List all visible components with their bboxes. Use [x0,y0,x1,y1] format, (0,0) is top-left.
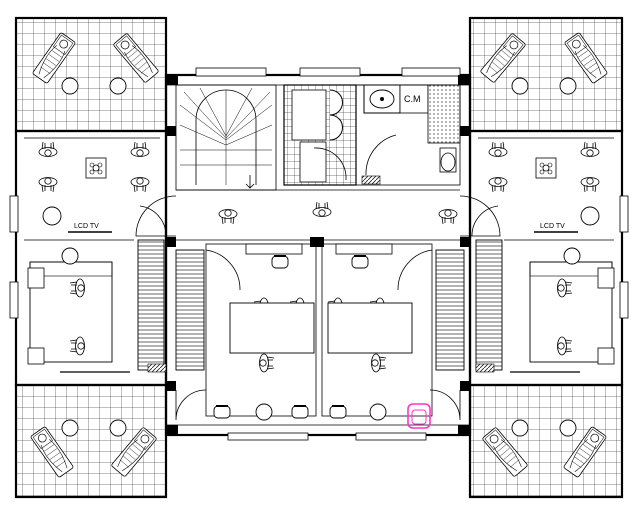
toilet-icon [439,147,457,173]
cm-text: C.M [404,94,421,104]
stool-icon [61,77,577,437]
bathroom-walls [355,84,461,186]
right-bedroom [510,247,615,373]
office-right [321,243,433,417]
highlighted-chair[interactable] [407,403,431,429]
right-living-room [471,137,614,241]
tv-label-left: LCD TV [74,223,99,230]
closet-left [137,239,205,373]
cm-label: C.M [399,84,429,114]
tv-label-right: LCD TV [540,223,565,230]
tv-unit-right: LCD TV [534,223,578,233]
washbasin-icon [363,84,401,114]
door-swings [175,389,461,421]
tv-unit-left: LCD TV [68,223,112,233]
spiral-stair-icon [175,84,277,191]
corridor-walls [135,189,501,241]
dotted-floor [427,84,461,144]
office-left [205,243,317,417]
left-living-room [24,137,167,241]
office-stool-icon [255,403,387,421]
outer-walls [9,67,629,441]
shower-room [283,84,357,186]
left-bedroom [27,247,130,373]
closet-right [435,239,503,373]
